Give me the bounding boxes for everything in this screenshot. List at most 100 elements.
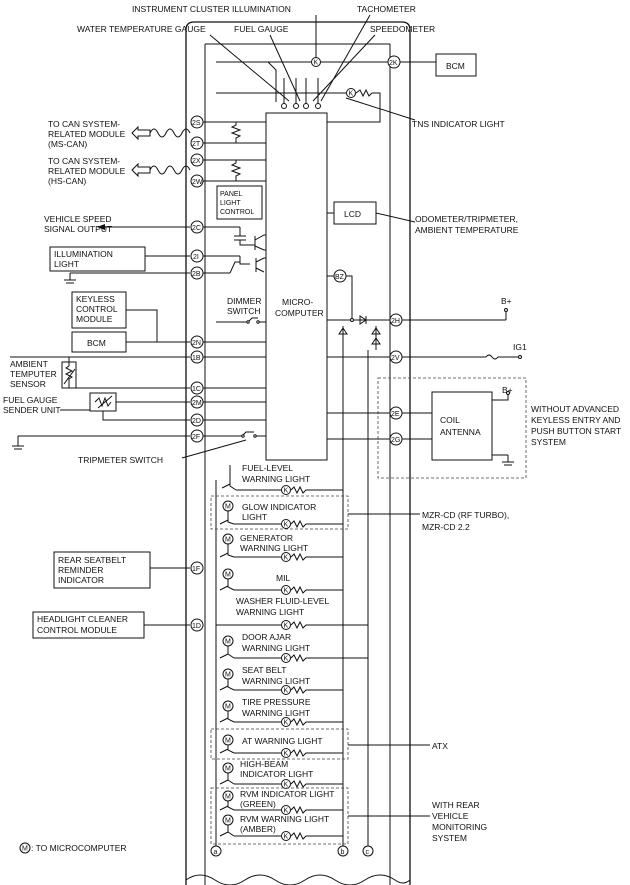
illumination-light-group: ILLUMINATION LIGHT 2I 2B	[49, 246, 266, 284]
keyless-label-1: KEYLESS	[76, 294, 115, 304]
keyless-control-module-box	[71, 291, 127, 329]
keyless-label-3: MODULE	[76, 314, 113, 324]
lcd-label: LCD	[344, 209, 361, 219]
bplus-label-2: B+	[502, 385, 513, 395]
vehicle-speed-label-2: SIGNAL OUTPUT	[44, 224, 112, 234]
fuel-sender-group: FUEL GAUGE SENDER UNIT 2M 2D	[3, 392, 266, 427]
can-hs-group: TO CAN SYSTEM- RELATED MODULE (HS-CAN) 2…	[48, 153, 266, 188]
rear-mon-label-1: WITH REAR	[432, 800, 480, 810]
svg-text:K: K	[284, 522, 289, 529]
lamp-k-symbol: K	[314, 60, 319, 67]
svg-text:M: M	[225, 704, 231, 711]
panel-light-label-1: PANEL	[220, 191, 243, 198]
svg-text:M: M	[225, 639, 231, 646]
terminal-2m: 2M	[192, 400, 202, 407]
microcomputer-label-2: COMPUTER	[275, 308, 324, 318]
rear-mon-label-2: VEHICLE	[432, 811, 469, 821]
vehicle-speed-group: VEHICLE SPEED SIGNAL OUTPUT 2C	[44, 214, 266, 251]
mzr-label-2: MZR-CD 2.2	[422, 522, 470, 532]
warning-lights: FUEL-LEVEL WARNING LIGHT K M GLOW INDICA…	[32, 463, 509, 846]
legend-text: : TO MICROCOMPUTER	[31, 843, 127, 853]
svg-text:K: K	[284, 720, 289, 727]
panel-light-control-box	[216, 185, 263, 220]
tire-label-2: WARNING LIGHT	[242, 708, 310, 718]
top-labels: INSTRUMENT CLUSTER ILLUMINATION TACHOMET…	[77, 4, 435, 102]
can-hs-label-2: RELATED MODULE	[48, 166, 126, 176]
panel-light-label-2: LIGHT	[220, 200, 241, 207]
odometer-label-1: ODOMETER/TRIPMETER,	[415, 214, 518, 224]
svg-text:K: K	[349, 91, 354, 98]
vehicle-speed-label-1: VEHICLE SPEED	[44, 214, 112, 224]
dimmer-label-1: DIMMER	[227, 296, 261, 306]
instrument-cluster-illumination-label: INSTRUMENT CLUSTER ILLUMINATION	[132, 4, 291, 14]
terminal-2n: 2N	[192, 340, 201, 347]
terminal-2c: 2C	[192, 225, 201, 232]
coil-label-1: COIL	[440, 415, 460, 425]
microcomputer-label-1: MICRO-	[282, 297, 313, 307]
atx-option-dashed-box	[210, 728, 349, 760]
rear-seatbelt-label-2: REMINDER	[58, 565, 103, 575]
seatbelt-label-1: SEAT BELT	[242, 665, 286, 675]
keyless-note-1: WITHOUT ADVANCED	[531, 404, 619, 414]
ambient-label-2: TEMPUTER	[10, 369, 57, 379]
rear-seatbelt-label-1: REAR SEATBELT	[58, 555, 126, 565]
rvm-warn-label-2: (AMBER)	[240, 824, 276, 834]
can-ms-label-2: RELATED MODULE	[48, 129, 126, 139]
fuel-gauge-label: FUEL GAUGE	[234, 24, 289, 34]
atx-label: ATX	[432, 741, 448, 751]
coil-label-2: ANTENNA	[440, 427, 481, 437]
illumination-label-2: LIGHT	[54, 259, 79, 269]
highbeam-label-2: INDICATOR LIGHT	[240, 769, 313, 779]
legend-m-symbol: M	[22, 846, 28, 853]
svg-text:K: K	[284, 656, 289, 663]
rear-seatbelt-box	[53, 551, 151, 589]
tns-indicator-lamp: K TNS INDICATOR LIGHT	[327, 88, 505, 129]
rear-mon-label-3: MONITORING	[432, 822, 487, 832]
washer-label-1: WASHER FLUID-LEVEL	[236, 596, 329, 606]
generator-label-2: WARNING LIGHT	[240, 543, 308, 553]
svg-text:K: K	[284, 688, 289, 695]
rvm-ind-label-1: RVM INDICATOR LIGHT	[240, 789, 334, 799]
illumination-label-1: ILLUMINATION	[54, 249, 113, 259]
svg-text:M: M	[225, 572, 231, 579]
water-temp-gauge-label: WATER TEMPERATURE GAUGE	[77, 24, 206, 34]
terminal-1b: 1B	[192, 355, 201, 362]
svg-text:K: K	[284, 623, 289, 630]
power-inputs: BZ 2H B+ 2V IG1	[327, 269, 527, 855]
generator-label-1: GENERATOR	[240, 533, 293, 543]
svg-text:K: K	[284, 588, 289, 595]
terminal-2e: 2E	[391, 411, 400, 418]
coil-antenna-box	[431, 391, 493, 461]
terminal-2f: 2F	[192, 434, 200, 441]
keyless-note-3: PUSH BUTTON START	[531, 426, 621, 436]
glow-label-1: GLOW INDICATOR	[242, 502, 316, 512]
terminal-2w: 2W	[192, 179, 203, 186]
terminal-2i: 2I	[193, 254, 199, 261]
headlight-cleaner-box	[32, 611, 145, 639]
headlight-label-1: HEADLIGHT CLEANER	[37, 614, 128, 624]
terminal-2x: 2X	[192, 158, 201, 165]
terminal-2g: 2G	[391, 437, 400, 444]
svg-text:M: M	[225, 818, 231, 825]
svg-text:K: K	[284, 555, 289, 562]
terminal-bz: BZ	[335, 274, 345, 281]
at-warning-label: AT WARNING LIGHT	[242, 736, 323, 746]
svg-text:K: K	[284, 782, 289, 789]
terminal-a: a	[214, 849, 218, 856]
legend: M : TO MICROCOMPUTER	[19, 842, 127, 854]
dimmer-switch-group: DIMMER SWITCH	[216, 296, 266, 324]
svg-text:M: M	[225, 672, 231, 679]
coil-antenna-group: COIL ANTENNA 2E 2G B+ WITHOUT ADVANCED K…	[327, 377, 621, 479]
terminal-2d: 2D	[192, 418, 201, 425]
svg-text:M: M	[225, 504, 231, 511]
keyless-option-dashed-box	[377, 377, 527, 479]
can-hs-label-3: (HS-CAN)	[48, 176, 86, 186]
headlight-label-2: CONTROL MODULE	[37, 625, 117, 635]
svg-text:M: M	[225, 794, 231, 801]
ambient-sensor-group: 1B AMBIENT TEMPUTER SENSOR 1C	[10, 350, 266, 395]
terminal-2s: 2S	[192, 120, 201, 127]
terminal-1c: 1C	[192, 386, 201, 393]
svg-text:K: K	[284, 751, 289, 758]
microcomputer-box	[265, 112, 328, 461]
